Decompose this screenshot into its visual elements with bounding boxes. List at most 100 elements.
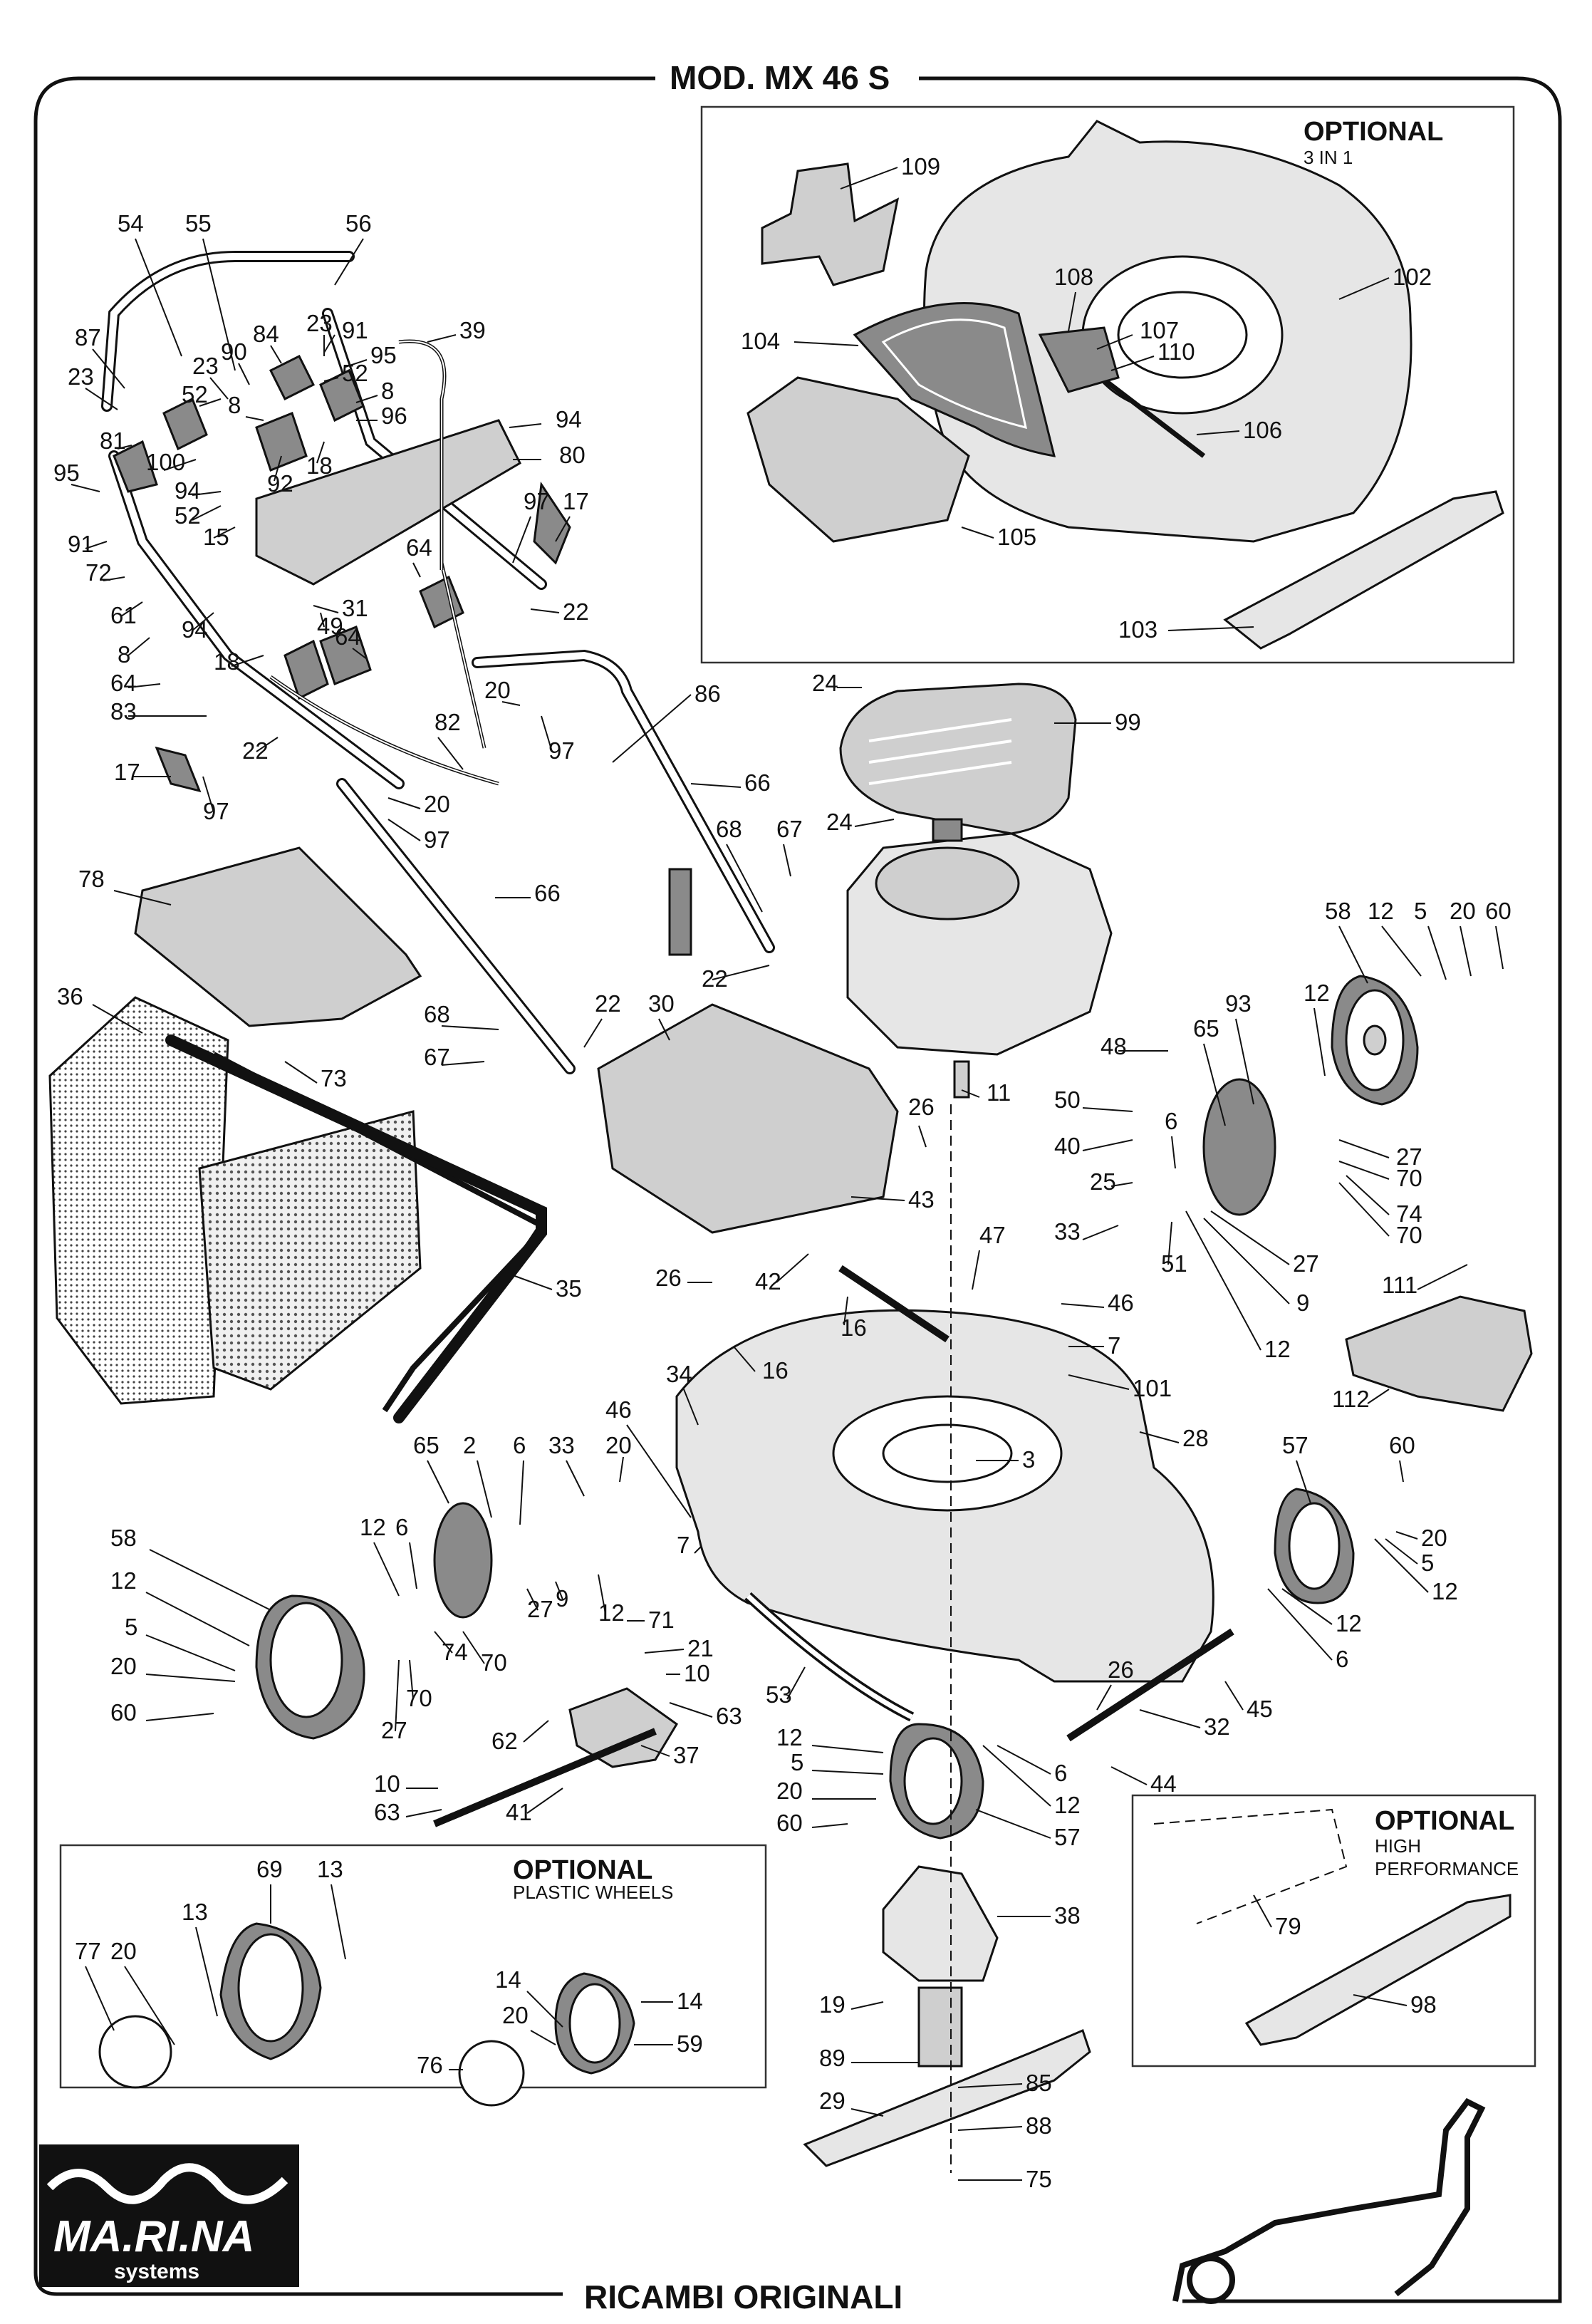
leader-line-p37 [640, 1745, 670, 1757]
part-number-p111: 111 [1382, 1272, 1417, 1298]
leader-line-p74a [1346, 1175, 1390, 1215]
lever-106 [1038, 326, 1206, 458]
leader-line-p18a [316, 441, 325, 464]
optional-mulching-title: OPTIONAL [1304, 117, 1443, 147]
leader-line-p50 [1082, 1107, 1133, 1112]
part-number-p58a: 58 [1325, 898, 1351, 924]
leader-line-p36 [92, 1004, 143, 1034]
part-number-p43: 43 [908, 1186, 935, 1213]
part-number-p47: 47 [979, 1222, 1006, 1248]
part-number-p10b: 10 [374, 1770, 400, 1797]
leader-line-p77 [85, 1966, 115, 2031]
leader-line-p34 [683, 1389, 699, 1426]
leader-line-p12e [598, 1574, 606, 1614]
leader-line-p35 [512, 1275, 553, 1290]
part-number-p95b: 95 [53, 460, 80, 486]
part-number-p52c: 52 [175, 502, 201, 529]
part-number-p65a: 65 [1193, 1015, 1219, 1042]
part-number-p101: 101 [1133, 1375, 1172, 1401]
part-number-p51: 51 [1161, 1250, 1187, 1277]
leader-line-p66a [690, 783, 742, 788]
mulching-plug-104 [853, 301, 1056, 457]
leader-line-p20b [387, 797, 421, 809]
leader-line-p94a [509, 423, 542, 428]
grass-bag-36 [48, 996, 546, 1413]
part-number-p76: 76 [417, 2052, 443, 2078]
leader-line-p15 [213, 526, 236, 539]
leader-line-p41 [526, 1788, 563, 1814]
part-number-p46a: 46 [1108, 1290, 1134, 1316]
leader-line-p87 [92, 348, 125, 389]
part-number-p72: 72 [85, 559, 112, 586]
part-number-p92: 92 [267, 470, 293, 497]
leader-line-p91b [85, 541, 108, 549]
leader-line-p64b [352, 648, 368, 660]
leader-line-p8c [128, 637, 150, 656]
leader-line-p103 [1167, 626, 1254, 631]
leader-line-p27b [1210, 1210, 1290, 1265]
part-number-p74a: 74 [1396, 1200, 1422, 1227]
part-number-p84: 84 [253, 321, 279, 347]
leader-line-p54 [135, 238, 182, 357]
part-number-p15: 15 [203, 524, 229, 550]
rear-wheel-65-disc [1202, 1078, 1276, 1216]
part-number-p26b: 26 [655, 1265, 682, 1291]
optional-hp-subtitle-line2: PERFORMANCE [1375, 1858, 1519, 1879]
leader-line-p24b [854, 819, 895, 827]
leader-line-p70a [1338, 1161, 1390, 1180]
part-number-p12f: 12 [110, 1567, 137, 1594]
leader-line-p78 [113, 890, 172, 906]
leader-line-p6a [1171, 1136, 1176, 1169]
leader-line-p33a [1082, 1225, 1119, 1240]
leader-line-p46a [1061, 1303, 1105, 1308]
part-number-p60d: 60 [776, 1810, 803, 1836]
part-number-p63b: 63 [374, 1799, 400, 1825]
outer-frame [33, 76, 1562, 2303]
part-number-p41: 41 [506, 1799, 532, 1825]
part-number-p80: 80 [559, 442, 586, 468]
part-number-p23a: 23 [68, 363, 94, 390]
leader-line-p11 [961, 1089, 980, 1098]
leader-line-p111 [1417, 1264, 1468, 1290]
leader-line-p97d [387, 819, 421, 841]
gearbox-37 [568, 1687, 678, 1768]
leader-line-p110 [1110, 356, 1155, 371]
part-number-p112: 112 [1332, 1386, 1370, 1412]
optional-hp-subtitle: HIGH PERFORMANCE [1375, 1835, 1519, 1879]
part-number-p20d: 20 [605, 1432, 632, 1458]
part-number-p85: 85 [1026, 2070, 1052, 2096]
leader-line-p100 [163, 459, 197, 471]
leader-line-p52b [323, 377, 339, 382]
leader-line-p42 [776, 1253, 809, 1283]
leader-line-p60a [1495, 925, 1504, 970]
leader-line-p12a [1381, 925, 1422, 977]
part-number-p52b: 52 [342, 360, 368, 386]
leader-line-p73 [284, 1061, 318, 1084]
leader-line-p108 [1068, 291, 1076, 332]
part-number-p102: 102 [1393, 264, 1432, 290]
part-number-p6e: 6 [1054, 1760, 1067, 1786]
part-number-p89: 89 [819, 2045, 846, 2071]
leader-line-p31 [313, 605, 339, 613]
part-number-p6a: 6 [1165, 1108, 1177, 1134]
rear-flap-30 [597, 1003, 899, 1234]
control-cables [269, 339, 499, 786]
optional-plastic-wheels-subtitle: PLASTIC WHEELS [513, 1882, 673, 1903]
part-number-p68a: 68 [716, 816, 742, 842]
leader-line-p70c [462, 1631, 485, 1664]
part-number-p90: 90 [221, 338, 247, 365]
part-number-p97b: 97 [548, 737, 575, 764]
leader-line-p22d [583, 1018, 603, 1048]
leader-line-p60b [145, 1713, 214, 1721]
part-number-p22d: 22 [595, 990, 621, 1017]
leader-line-p16b [733, 1346, 756, 1372]
leader-line-p82 [437, 737, 464, 770]
leader-line-p74b [434, 1631, 453, 1654]
leader-line-p32 [1139, 1709, 1201, 1728]
leader-line-p5d [811, 1770, 884, 1775]
part-number-p7a: 7 [1108, 1332, 1120, 1359]
part-number-p27d: 27 [381, 1717, 407, 1743]
leader-line-p13a [331, 1884, 346, 1960]
leader-line-p94c [192, 612, 214, 631]
